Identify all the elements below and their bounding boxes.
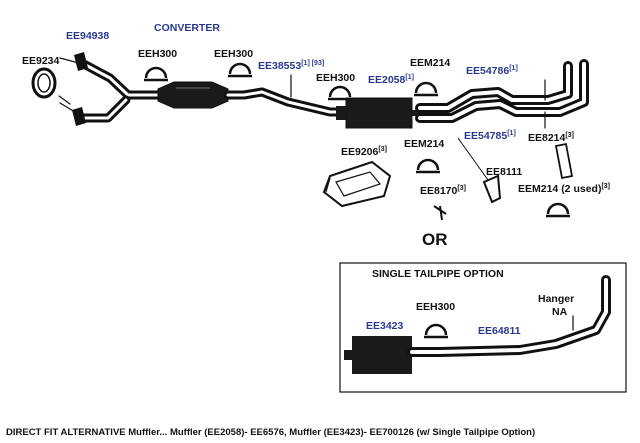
- clamp-eem214-b: [416, 158, 440, 174]
- label-ee9206: EE9206[3]: [341, 146, 387, 158]
- label-eem214-c: EEM214 (2 used)[3]: [518, 183, 611, 195]
- label-eem214-a: EEM214: [410, 57, 451, 69]
- label-hanger: Hanger: [538, 293, 575, 305]
- label-ee2058: EE2058[1]: [368, 74, 414, 86]
- label-eeh300-d: EEH300: [416, 301, 456, 313]
- intermediate-pipe-ee38553: [223, 74, 351, 117]
- label-ee38553: EE38553[1] [93]: [258, 60, 325, 72]
- label-ee9234: EE9234: [22, 55, 60, 67]
- label-eem214-b: EEM214: [404, 138, 445, 150]
- catalytic-converter: [157, 81, 229, 109]
- label-ee94938: EE94938: [66, 30, 110, 42]
- tailpipes-ee54786-ee54785: [415, 59, 589, 129]
- label-ee8170: EE8170[3]: [420, 185, 466, 197]
- label-ee3423: EE3423: [366, 320, 404, 332]
- label-ee8111: EE8111: [486, 166, 523, 178]
- single-tailpipe-title: SINGLE TAILPIPE OPTION: [372, 268, 504, 280]
- label-eeh300-c: EEH300: [316, 72, 356, 84]
- label-eeh300-a: EEH300: [138, 48, 178, 60]
- muffler-ee3423: [344, 336, 412, 374]
- label-ee8214: EE8214[3]: [528, 132, 574, 144]
- clamp-eeh300-c: [328, 85, 352, 101]
- clamp-eeh300-b: [228, 62, 252, 78]
- label-ee64811: EE64811: [478, 325, 521, 337]
- label-converter: CONVERTER: [154, 22, 220, 34]
- label-na: NA: [552, 306, 568, 318]
- strap-ee8214: [554, 142, 574, 180]
- clamp-eem214-c: [546, 202, 570, 218]
- clamp-eeh300-d: [424, 323, 448, 339]
- gasket-ee9234: [31, 67, 57, 99]
- hanger-ee8111: [457, 137, 502, 204]
- y-pipe-ee94938: [58, 52, 165, 126]
- label-eeh300-b: EEH300: [214, 48, 254, 60]
- heat-shield-ee9206: [322, 160, 392, 208]
- label-ee54786: EE54786[1]: [466, 65, 518, 77]
- bracket-ee8170: [433, 205, 447, 221]
- or-separator: OR: [422, 230, 448, 249]
- clamp-eeh300-a: [144, 66, 168, 82]
- single-tailpipe-box: [339, 262, 627, 393]
- label-ee54785: EE54785[1]: [464, 130, 516, 142]
- tailpipe-ee64811: [407, 275, 611, 357]
- clamp-eem214-a: [414, 81, 438, 97]
- diagram-caption: DIRECT FIT ALTERNATIVE Muffler... Muffle…: [6, 427, 536, 438]
- muffler-ee2058: [336, 97, 422, 129]
